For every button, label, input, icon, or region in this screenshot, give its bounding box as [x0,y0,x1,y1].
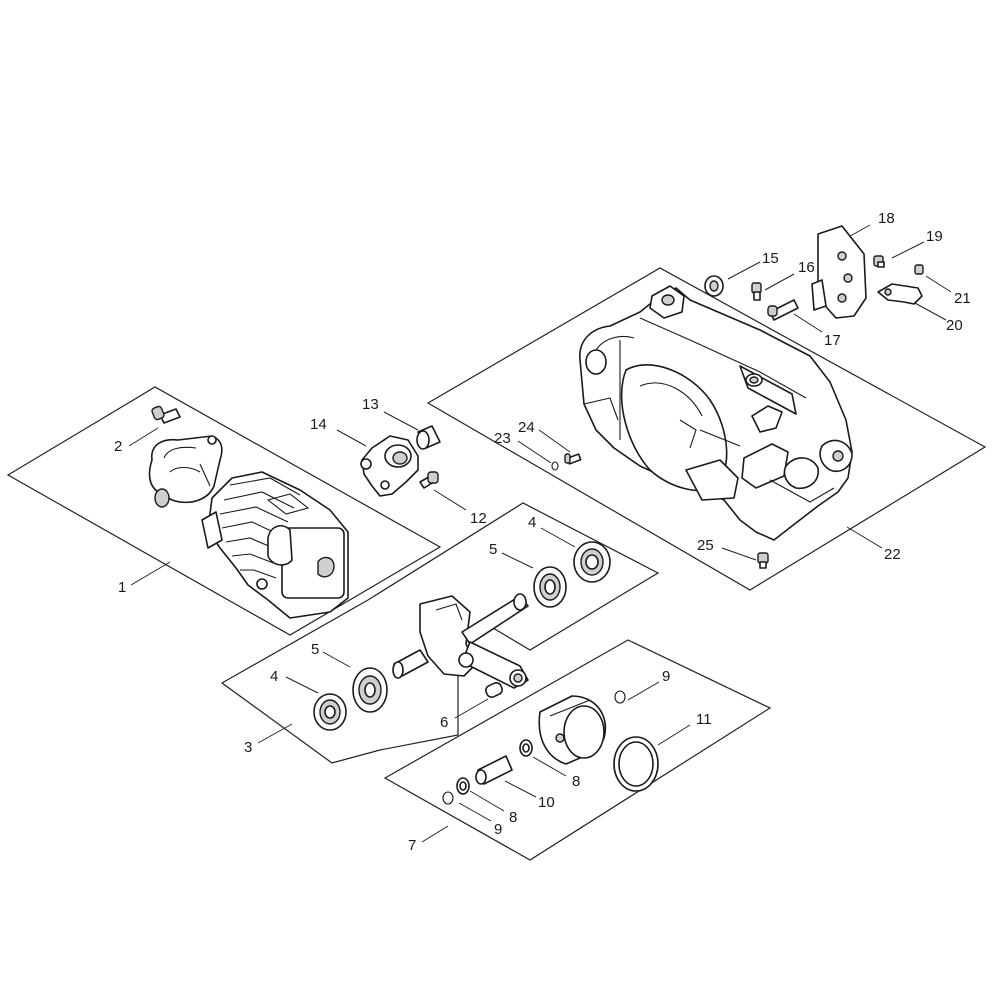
seal-part-4-upper [573,541,611,583]
callout-21: 21 [954,290,971,307]
callout-19: 19 [926,228,943,245]
piston-pin-part-10 [475,755,513,785]
intake-manifold-part [148,435,223,508]
callout-9-lower: 9 [494,821,502,838]
callout-14: 14 [310,416,327,433]
bearing-part-5-lower [352,667,388,713]
washer-part-8-left [456,777,470,795]
seal-part-4-lower [313,693,347,731]
callout-13: 13 [362,396,379,413]
callout-12: 12 [470,510,487,527]
screw-part-24 [564,453,582,465]
mount-flange-part-14 [360,435,419,497]
callout-20: 20 [946,317,963,334]
cylinder-part [201,471,349,619]
screw-part-25 [757,552,769,569]
sleeve-part-13 [416,425,441,450]
screw-part-2 [151,405,181,424]
callout-6: 6 [440,714,448,731]
piston-ring-part-11 [613,736,659,792]
callout-17: 17 [824,332,841,349]
bearing-part-5-upper [533,566,567,608]
callout-24: 24 [518,419,535,436]
callout-11: 11 [696,711,712,728]
callout-23: 23 [494,430,511,447]
callout-16: 16 [798,259,815,276]
callout-3: 3 [244,739,252,756]
callout-8-lower: 8 [509,809,517,826]
screw-part-16 [751,282,762,301]
crankcase-part [579,285,853,541]
piston-assembly-frame [383,639,772,861]
clip-part-9-left [442,791,454,805]
callout-5-upper: 5 [489,541,497,558]
callout-5-lower: 5 [311,641,319,658]
crankshaft-part [392,593,529,689]
callout-22: 22 [884,546,901,563]
callout-25: 25 [697,537,714,554]
stud-part-17 [767,299,799,321]
callout-2: 2 [114,438,122,455]
bracket-part-20 [877,283,923,305]
callout-7: 7 [408,837,416,854]
screw-part-21 [914,264,924,275]
crankcase-assembly-frame [426,267,987,591]
guard-plate-part-18 [811,225,867,319]
plug-part-15 [704,275,724,297]
callout-15: 15 [762,250,779,267]
bolt-part-12 [419,471,439,489]
callout-18: 18 [878,210,895,227]
callout-8-upper: 8 [572,773,580,790]
screw-part-19 [873,255,885,268]
washer-part-8-right [519,739,533,757]
callout-4-upper: 4 [528,514,536,531]
leader-lines [128,224,952,843]
callout-9-upper: 9 [662,668,670,685]
needle-bearing-part-6 [485,682,503,698]
callout-1: 1 [118,579,126,596]
clip-part-9-right [614,690,626,704]
cylinder-assembly-frame [6,386,442,636]
callout-labels: 1 2 3 4 4 5 5 6 7 8 8 9 9 10 11 12 13 14… [114,210,971,854]
callout-4-lower: 4 [270,668,278,685]
washer-part-23 [551,461,559,471]
piston-part [538,695,607,765]
callout-10: 10 [538,794,555,811]
